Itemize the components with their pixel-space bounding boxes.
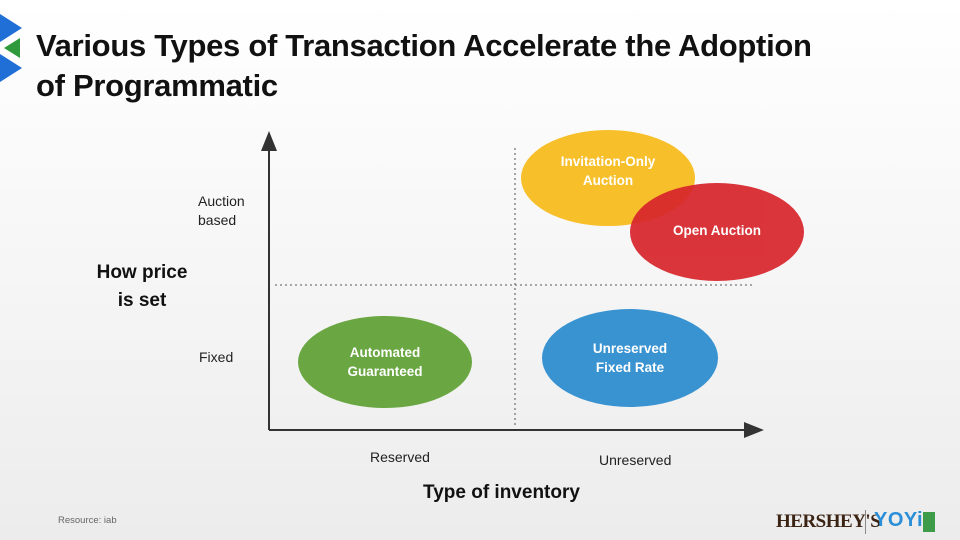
open-auction-bubble: Open Auction (630, 183, 804, 281)
corner-arrows-decoration (0, 14, 22, 82)
open-auction-label: Open Auction (673, 222, 761, 238)
unreserved-fixed-rate-label: Unreserved Fixed Rate (592, 341, 668, 375)
yoyi-logo-badge (923, 512, 935, 532)
automated-guaranteed-bubble: Automated Guaranteed (298, 316, 472, 408)
x-axis-label: Type of inventory (423, 482, 580, 503)
blue-arrow-bottom (0, 54, 22, 82)
y-axis-label: How price is set (96, 262, 188, 311)
x-level-unreserved: Unreserved (599, 452, 672, 468)
x-level-reserved: Reserved (370, 449, 430, 465)
hersheys-logo: HERSHEY'S (776, 511, 881, 532)
y-level-fixed: Fixed (199, 349, 234, 365)
blue-arrow-top (0, 14, 22, 42)
y-level-auction-based: Auction based (198, 193, 245, 228)
invitation-only-auction-label: Invitation-Only Auction (560, 154, 656, 188)
source-note: Resource: iab (58, 515, 117, 526)
yoyi-logo: YOYi (874, 509, 924, 531)
logo-separator (865, 510, 866, 534)
automated-guaranteed-label: Automated Guaranteed (347, 345, 423, 379)
slide-title: Various Types of Transaction Accelerate … (36, 28, 812, 103)
green-arrow-middle (4, 38, 20, 58)
unreserved-fixed-rate-bubble: Unreserved Fixed Rate (542, 309, 718, 407)
